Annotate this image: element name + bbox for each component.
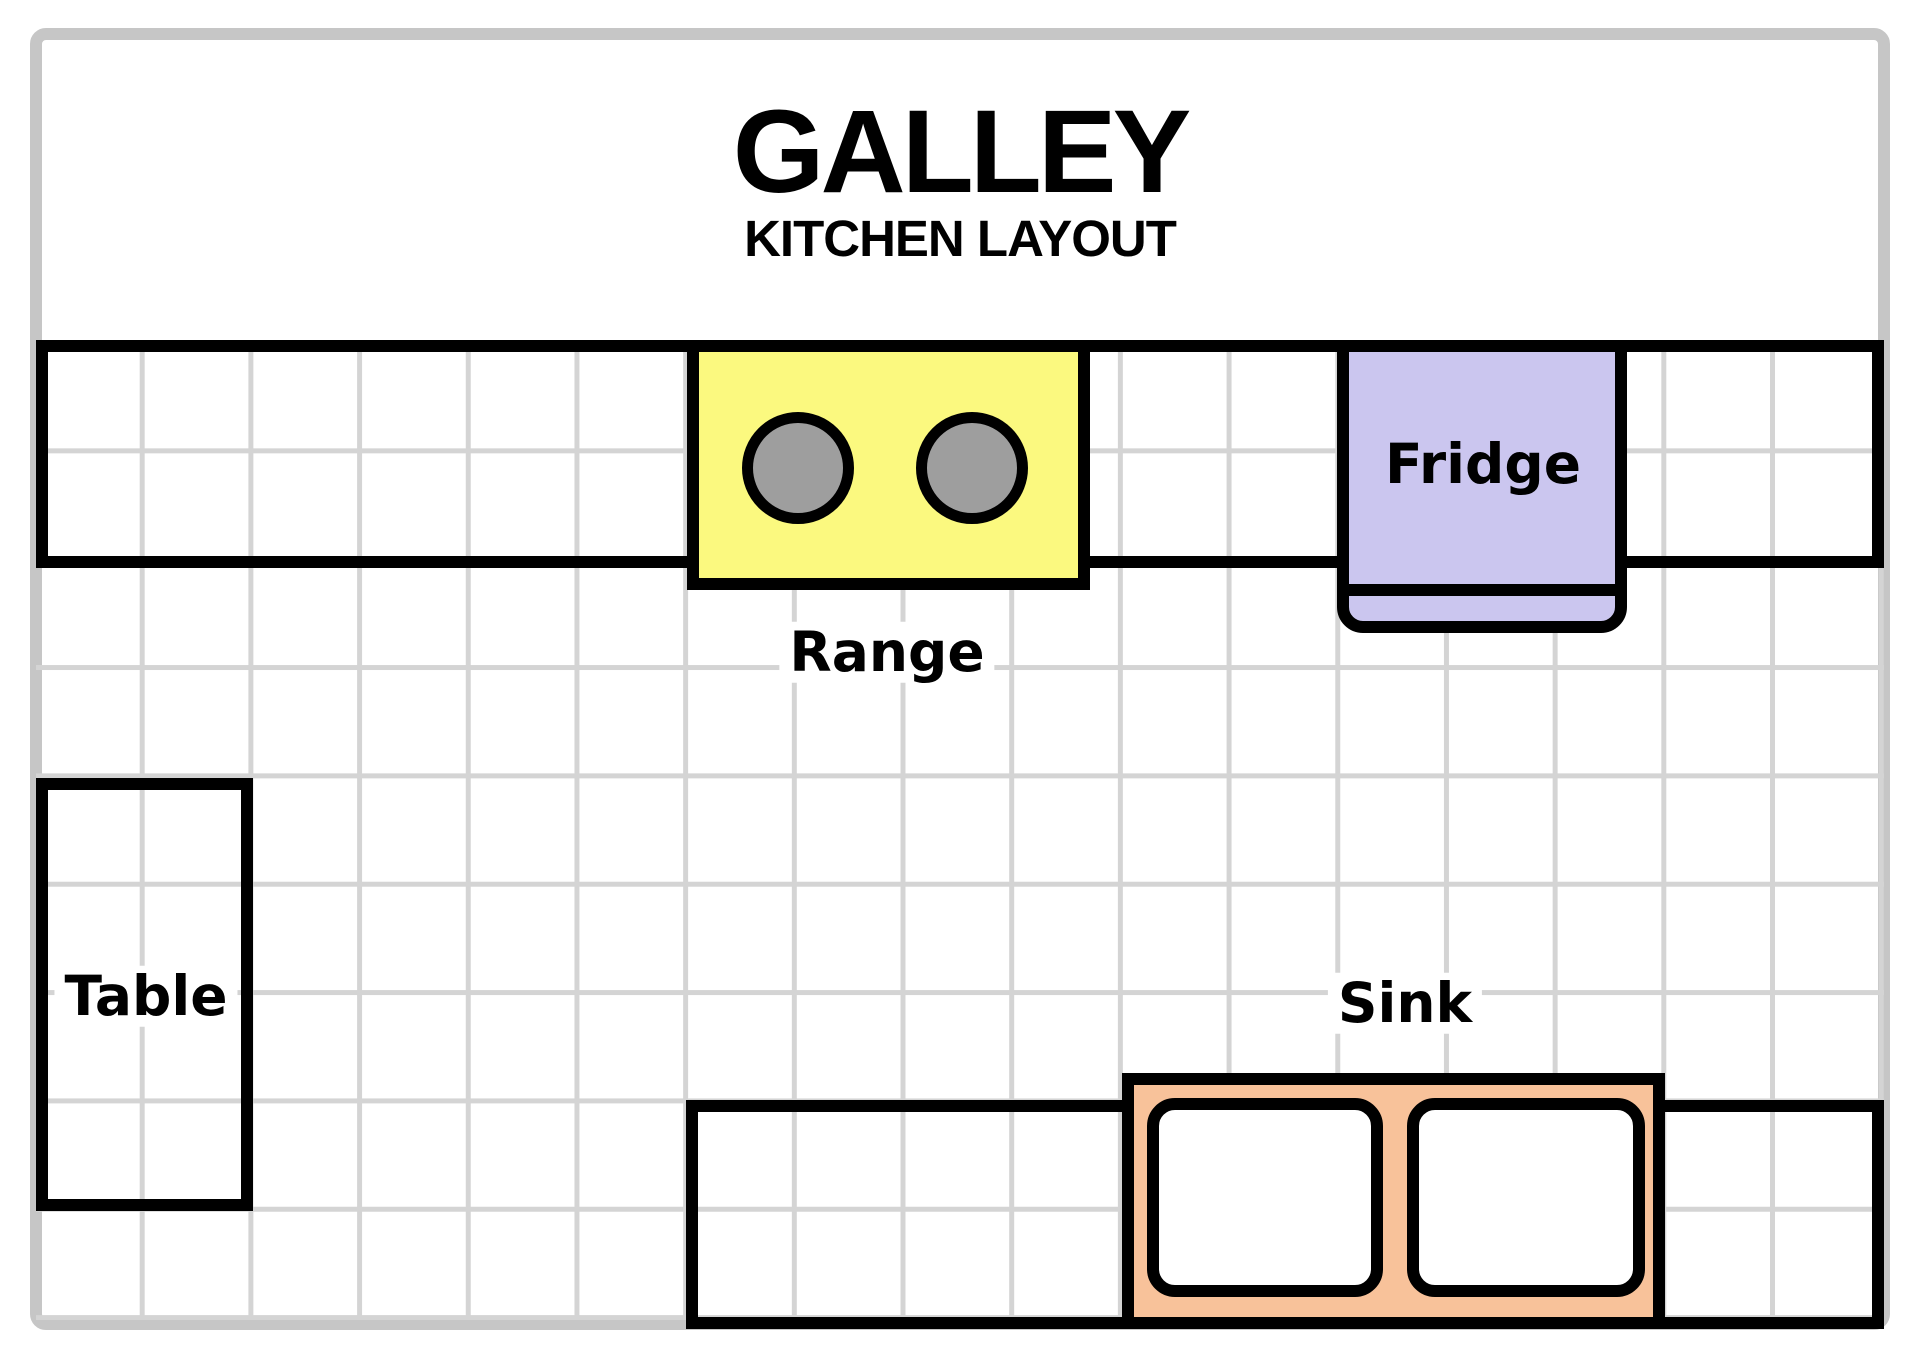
page-title: GALLEY [732, 86, 1192, 218]
range-appliance [687, 340, 1090, 590]
sink-basin-left [1147, 1098, 1383, 1297]
fridge-appliance [1337, 340, 1627, 633]
sink-fixture [1122, 1073, 1665, 1329]
table-furniture [36, 778, 253, 1211]
fridge-door-line [1337, 584, 1627, 596]
sink-basin-right [1407, 1098, 1645, 1297]
burner-icon-right [916, 412, 1028, 524]
page-subtitle: KITCHEN LAYOUT [744, 210, 1177, 267]
burner-icon-left [742, 412, 854, 524]
range-label: Range [779, 622, 995, 683]
fridge-label: Fridge [1384, 431, 1582, 496]
sink-label: Sink [1327, 973, 1483, 1034]
table-label: Table [54, 966, 238, 1027]
